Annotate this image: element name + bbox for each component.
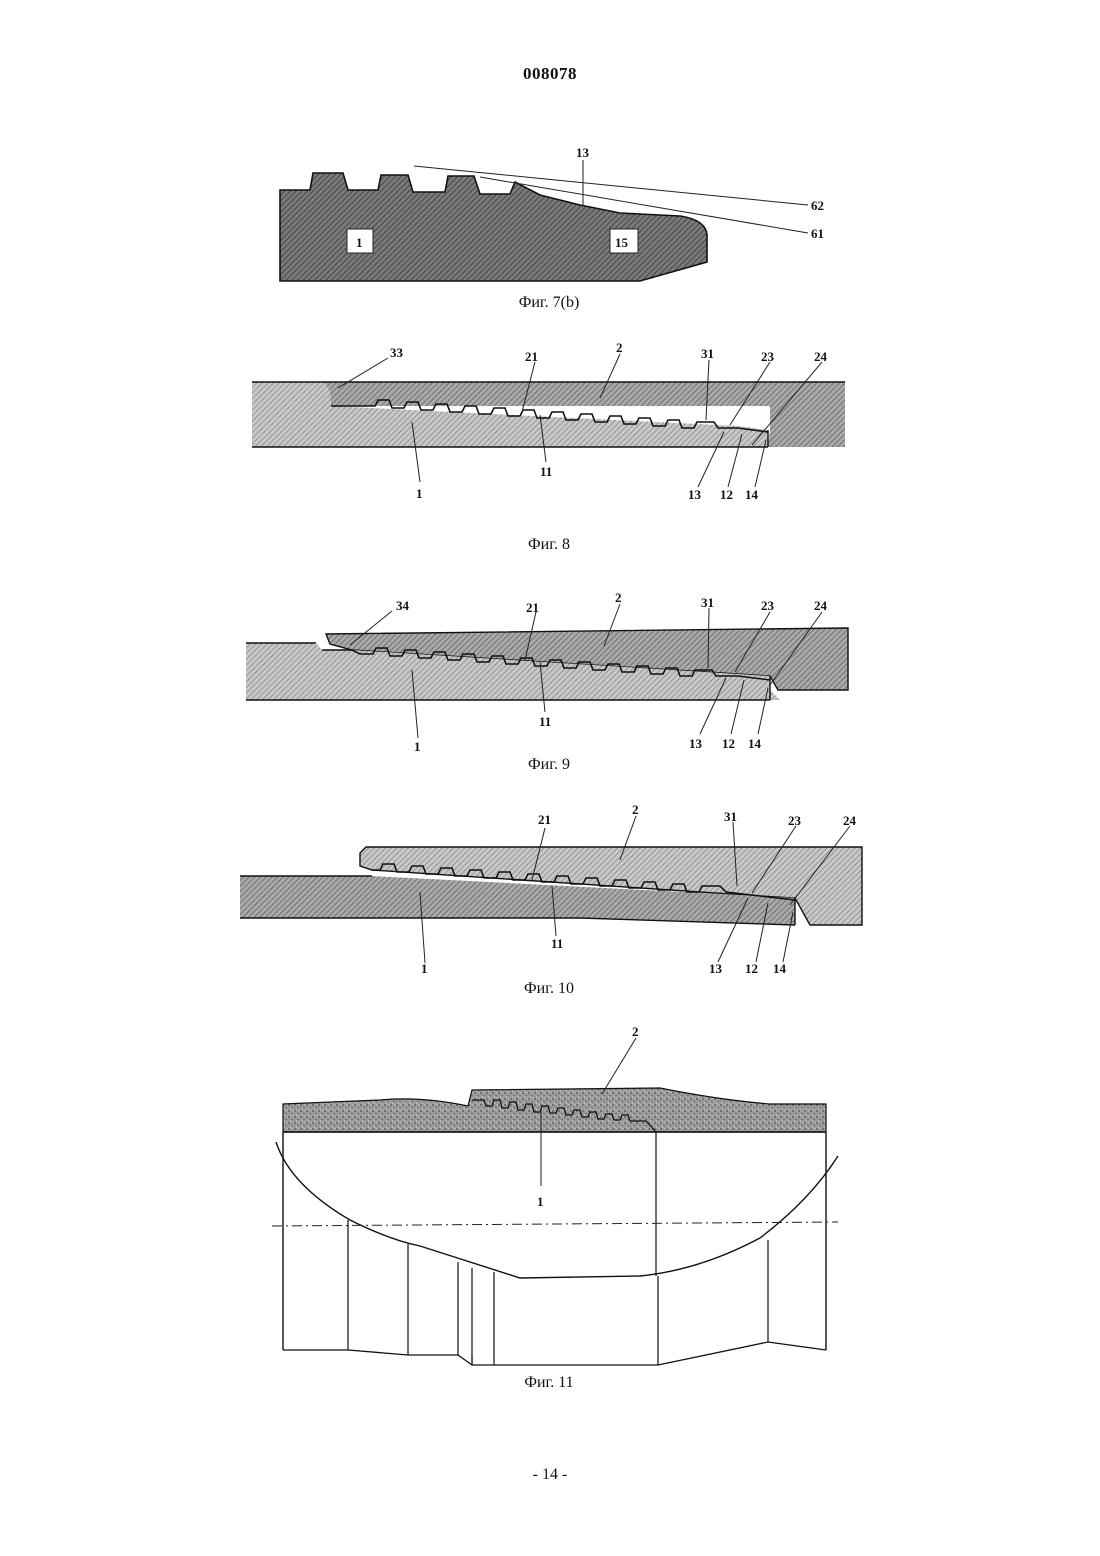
label-21: 21 bbox=[538, 812, 551, 827]
label-62: 62 bbox=[811, 198, 824, 213]
label-15: 15 bbox=[615, 235, 629, 250]
label-24: 24 bbox=[843, 813, 857, 828]
label-12: 12 bbox=[745, 961, 758, 976]
caption-fig-7b: Фиг. 7(b) bbox=[449, 294, 649, 312]
label-33: 33 bbox=[390, 345, 404, 360]
pipe-wall-band bbox=[283, 1088, 826, 1132]
label-13: 13 bbox=[688, 487, 702, 502]
label-14: 14 bbox=[773, 961, 787, 976]
label-21: 21 bbox=[525, 349, 538, 364]
label-14: 14 bbox=[748, 736, 762, 751]
label-21: 21 bbox=[526, 600, 539, 615]
label-24: 24 bbox=[814, 598, 828, 613]
label-31: 31 bbox=[701, 595, 714, 610]
figure-8-drawing: 33 21 2 31 23 24 1 11 13 12 14 bbox=[0, 340, 1100, 510]
figure-7b-drawing: 13 62 61 1 15 bbox=[0, 130, 1100, 300]
label-2: 2 bbox=[616, 340, 623, 355]
caption-fig-9: Фиг. 9 bbox=[449, 756, 649, 774]
label-13: 13 bbox=[689, 736, 703, 751]
label-2: 2 bbox=[615, 590, 622, 605]
label-2: 2 bbox=[632, 802, 639, 817]
label-23: 23 bbox=[761, 349, 775, 364]
label-11: 11 bbox=[540, 464, 552, 479]
caption-fig-8: Фиг. 8 bbox=[449, 536, 649, 554]
caption-fig-11: Фиг. 11 bbox=[449, 1374, 649, 1392]
label-31: 31 bbox=[701, 346, 714, 361]
caption-fig-10: Фиг. 10 bbox=[449, 980, 649, 998]
label-14: 14 bbox=[745, 487, 759, 502]
label-34: 34 bbox=[396, 598, 410, 613]
label-23: 23 bbox=[761, 598, 775, 613]
label-61: 61 bbox=[811, 226, 824, 241]
label-1: 1 bbox=[537, 1194, 544, 1209]
label-12: 12 bbox=[720, 487, 733, 502]
label-1: 1 bbox=[421, 961, 428, 976]
label-13: 13 bbox=[709, 961, 723, 976]
figure-10-drawing: 21 2 31 23 24 1 11 13 12 14 bbox=[0, 800, 1100, 990]
page-number: - 14 - bbox=[0, 1466, 1100, 1484]
figure-9-drawing: 34 21 2 31 23 24 1 11 13 12 14 bbox=[0, 590, 1100, 760]
label-2: 2 bbox=[632, 1024, 639, 1039]
label-1: 1 bbox=[414, 739, 421, 754]
document-number: 008078 bbox=[0, 64, 1100, 84]
label-13: 13 bbox=[576, 145, 590, 160]
pin-body-7b bbox=[280, 173, 707, 281]
label-11: 11 bbox=[539, 714, 551, 729]
label-24: 24 bbox=[814, 349, 828, 364]
label-12: 12 bbox=[722, 736, 735, 751]
label-31: 31 bbox=[724, 809, 737, 824]
label-1: 1 bbox=[356, 235, 363, 250]
label-23: 23 bbox=[788, 813, 802, 828]
label-1: 1 bbox=[416, 486, 423, 501]
figure-11-drawing: 2 1 bbox=[0, 1015, 1100, 1375]
label-11: 11 bbox=[551, 936, 563, 951]
